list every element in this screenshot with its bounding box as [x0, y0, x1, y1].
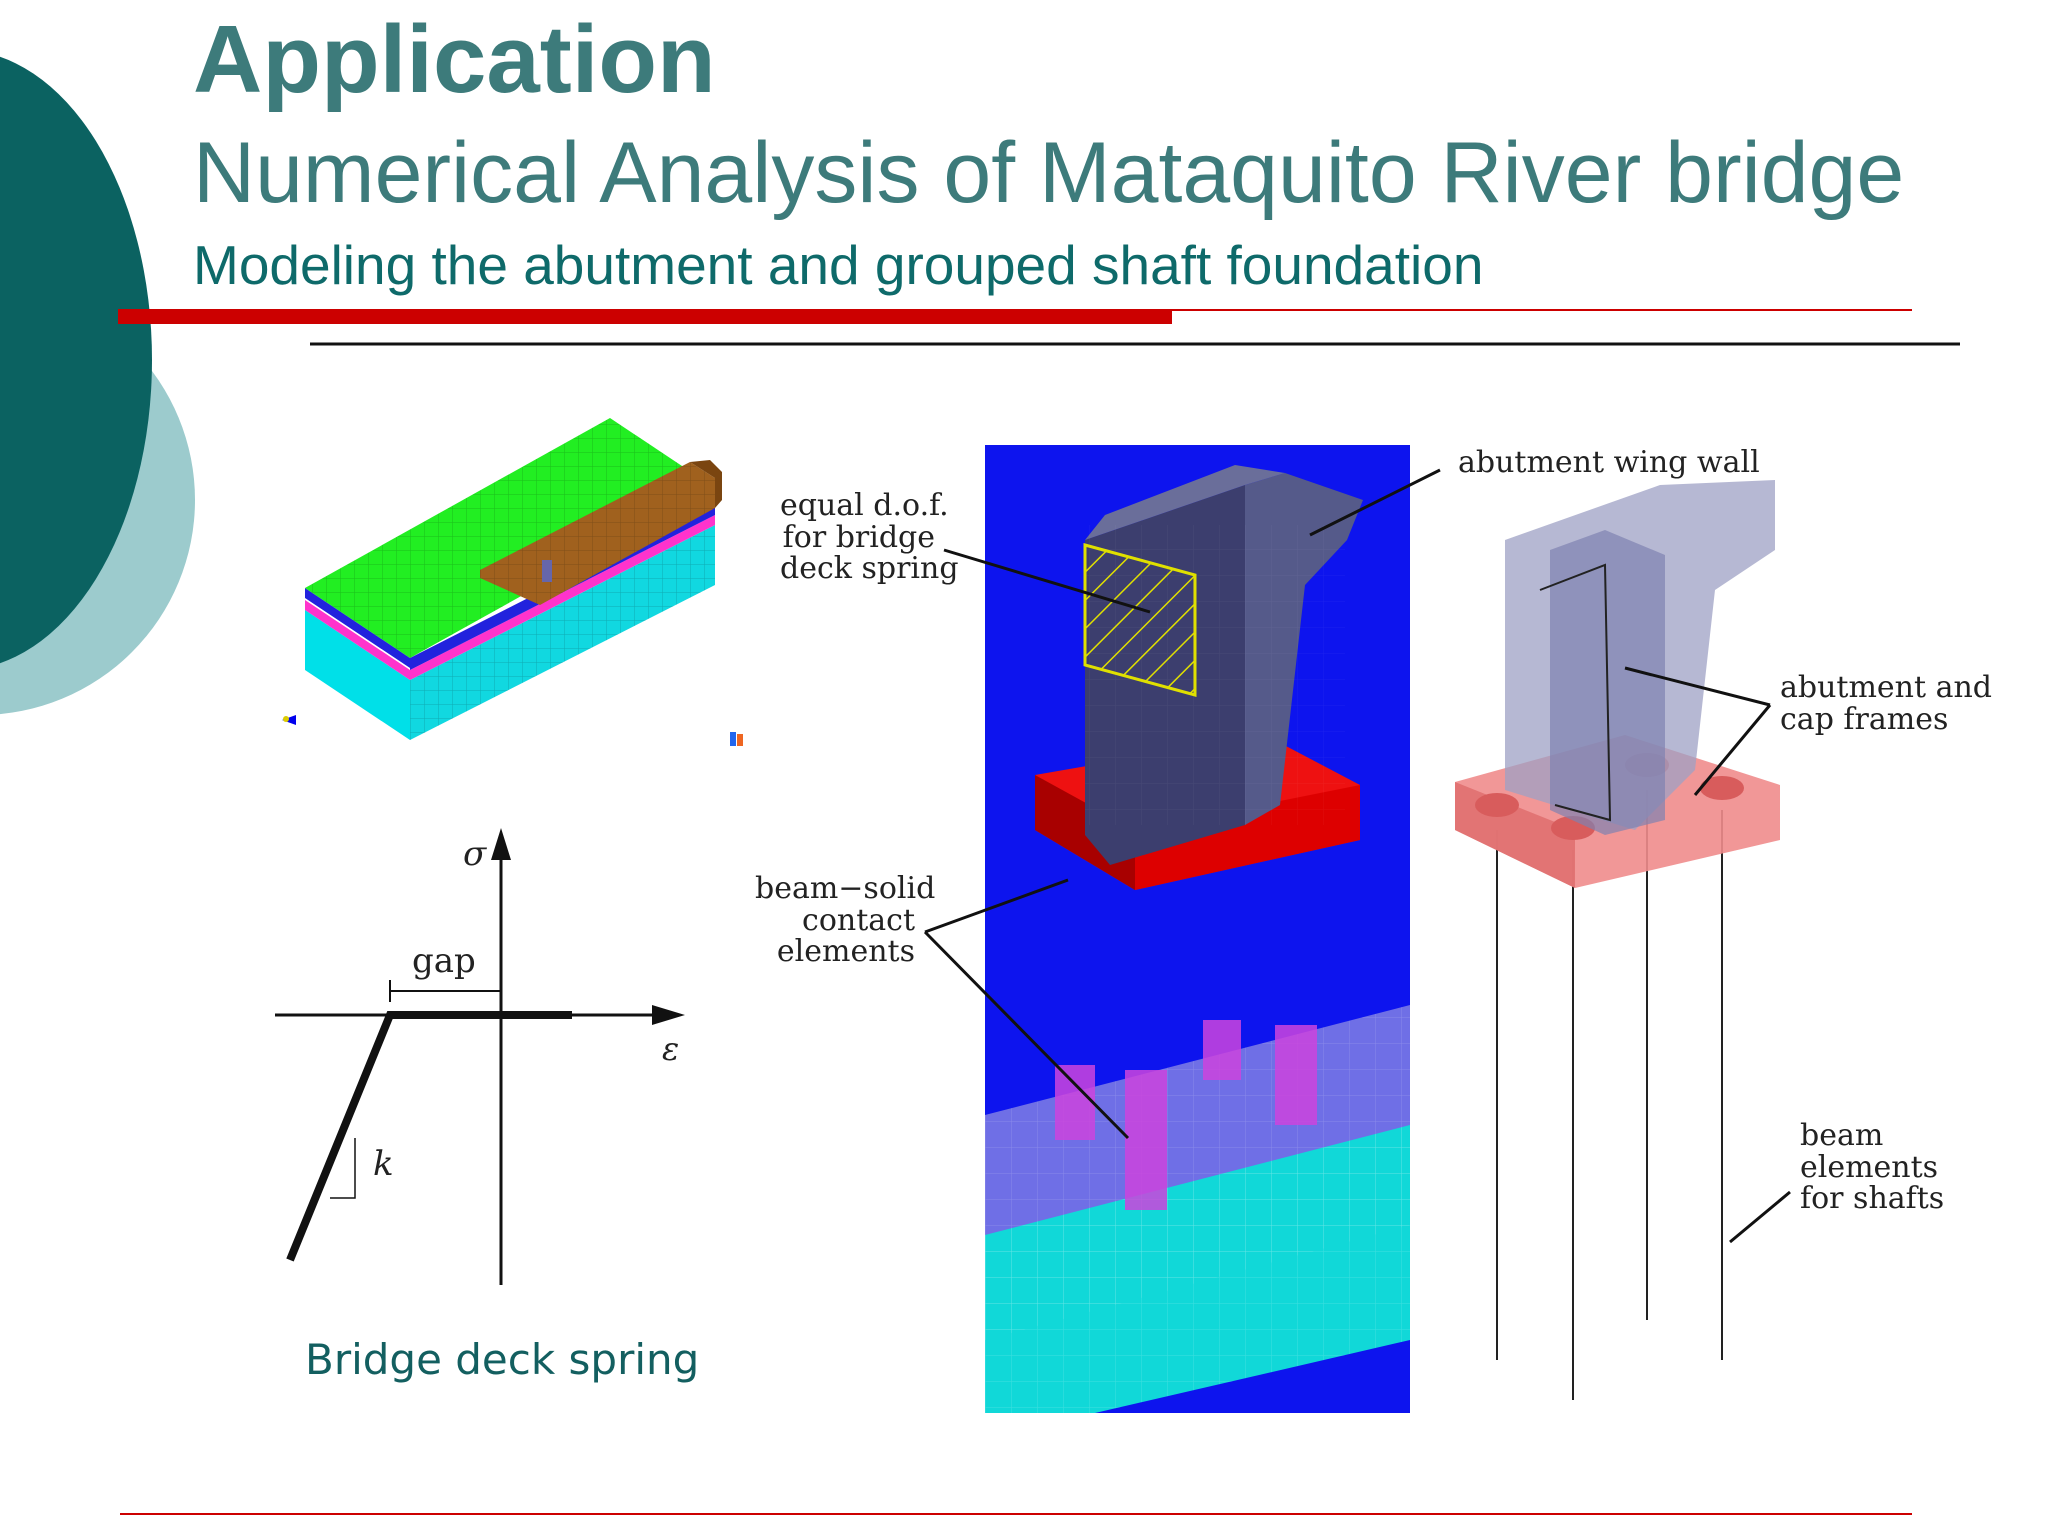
cap-frames-line-1: abutment and — [1780, 670, 1992, 705]
spring-curve — [286, 1011, 572, 1262]
beam-solid-label: beam−solid contact elements — [755, 871, 936, 969]
beam-elements-line-1: beam — [1800, 1118, 1884, 1153]
slide-subtitle: Numerical Analysis of Mataquito River br… — [193, 125, 1905, 221]
beam-solid-line-2: contact — [802, 902, 915, 938]
slide-title: Application — [193, 6, 716, 113]
epsilon-label: ε — [662, 1030, 679, 1068]
epsilon-arrow-icon — [652, 1005, 685, 1025]
transparent-abutment-model — [1455, 480, 1780, 1400]
equal-dof-line-2: for bridge — [782, 519, 935, 555]
slide-subheading: Modeling the abutment and grouped shaft … — [193, 234, 1484, 296]
sigma-label: σ — [463, 834, 487, 874]
k-label: k — [373, 1144, 394, 1184]
abutment-model — [985, 445, 1410, 1413]
beam-solid-line-1: beam−solid — [755, 871, 936, 906]
gap-label: gap — [412, 941, 476, 981]
deck-spring-region — [1083, 543, 1197, 697]
beam-elements-label: beam elements for shafts — [1800, 1120, 1944, 1215]
spring-diagram: σ ε gap k — [275, 828, 685, 1285]
figure-caption: Bridge deck spring — [305, 1335, 700, 1384]
sigma-arrow-icon — [491, 828, 511, 860]
equal-dof-label: equal d.o.f. for bridge deck spring — [780, 488, 959, 586]
beam-solid-line-3: elements — [776, 934, 915, 969]
cap-frames-line-2: cap frames — [1780, 701, 1949, 737]
equal-dof-line-1: equal d.o.f. — [780, 488, 949, 523]
equal-dof-line-3: deck spring — [780, 551, 959, 586]
wing-wall-label: abutment wing wall — [1458, 445, 1760, 480]
cap-frames-label: abutment and cap frames — [1780, 672, 1992, 735]
slope-triangle — [330, 1138, 356, 1199]
dark-teal-circle — [0, 56, 152, 664]
beam-elements-line-2: elements — [1800, 1149, 1939, 1185]
fe-mesh-model — [282, 418, 743, 746]
beam-elements-line-3: for shafts — [1800, 1181, 1945, 1216]
header-red-bar — [118, 309, 1172, 324]
